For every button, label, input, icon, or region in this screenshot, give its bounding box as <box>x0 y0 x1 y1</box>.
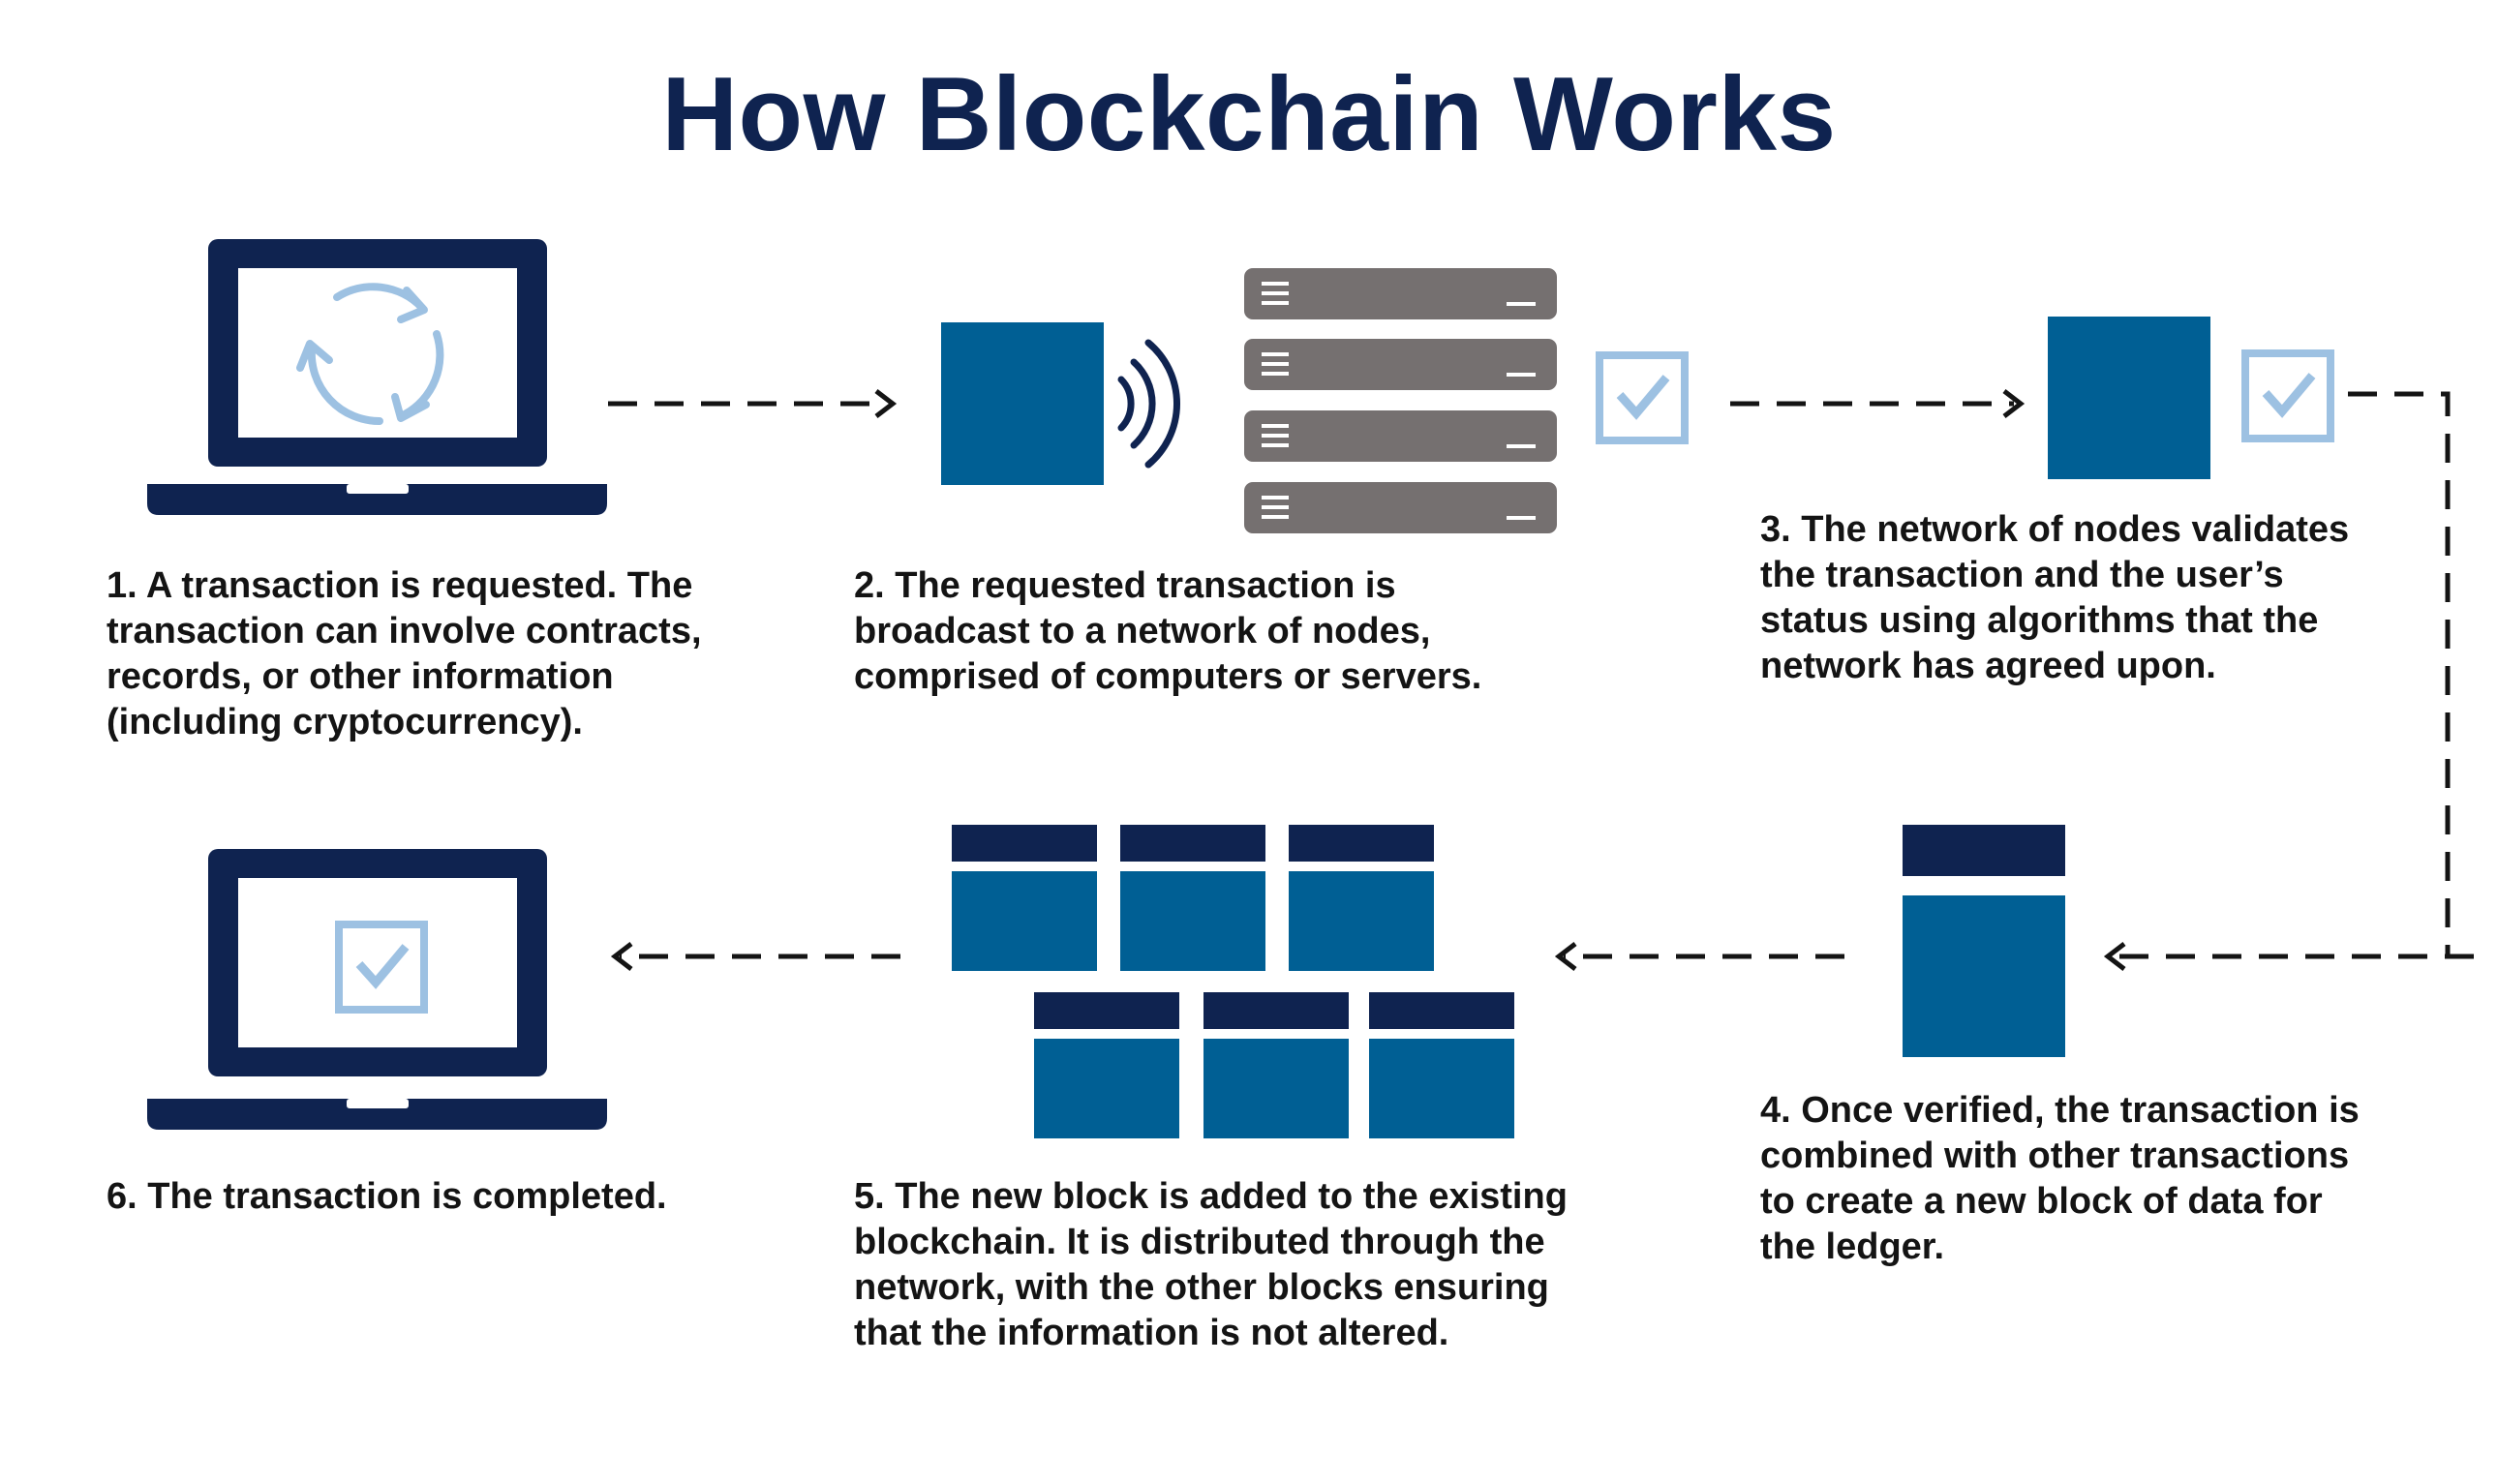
step-6-description: 6. The transaction is completed. <box>107 1174 667 1220</box>
step-1-description: 1. A transaction is requested. The trans… <box>107 563 702 745</box>
step-text-line: 4. Once verified, the transaction is <box>1760 1090 2360 1131</box>
step-text-line: 2. The requested transaction is <box>854 565 1396 606</box>
step-text-line: records, or other information <box>107 656 614 697</box>
server-unit <box>1244 339 1557 390</box>
step-text-line: 1. A transaction is requested. The <box>107 565 693 606</box>
blockchain-icon <box>952 825 1514 1138</box>
arrow-step2-to-step3 <box>1730 389 2026 418</box>
arrow-step5-to-step6 <box>610 942 900 971</box>
refresh-icon <box>296 283 444 426</box>
step-text-line: the transaction and the user’s <box>1760 555 2284 595</box>
step-text-line: comprised of computers or servers. <box>854 656 1482 697</box>
step-text-line: (including cryptocurrency). <box>107 702 583 742</box>
server-unit <box>1244 268 1557 319</box>
arrow-step4-to-step5 <box>1554 942 1844 971</box>
chain-block <box>1120 825 1265 971</box>
checkbox-icon <box>1596 351 1689 444</box>
step-2-description: 2. The requested transaction is broadcas… <box>854 563 1481 700</box>
block-icon <box>1903 825 2065 1057</box>
validated-node-icon <box>2048 317 2210 479</box>
arrow-step1-to-step2 <box>608 389 898 418</box>
step-text-line: 6. The transaction is completed. <box>107 1176 667 1217</box>
chain-block <box>1289 825 1434 971</box>
step-text-line: 5. The new block is added to the existin… <box>854 1176 1568 1217</box>
step-4-description: 4. Once verified, the transaction is com… <box>1760 1088 2360 1270</box>
server-rack-icon <box>1244 268 1557 533</box>
step-text-line: combined with other transactions <box>1760 1136 2350 1176</box>
step-text-line: status using algorithms that the <box>1760 600 2319 641</box>
arrow-step3-to-step4 <box>2103 391 2474 971</box>
chain-block <box>1034 992 1179 1138</box>
step-text-line: transaction can involve contracts, <box>107 611 702 651</box>
step-text-line: network, with the other blocks ensuring <box>854 1267 1549 1308</box>
step-3-description: 3. The network of nodes validates the tr… <box>1760 507 2349 689</box>
checkbox-icon <box>335 921 428 1014</box>
checkbox-icon <box>2241 349 2334 442</box>
step-text-line: 3. The network of nodes validates <box>1760 509 2350 550</box>
step-text-line: to create a new block of data for <box>1760 1181 2323 1222</box>
step-text-line: broadcast to a network of nodes, <box>854 611 1431 651</box>
step-text-line: network has agreed upon. <box>1760 646 2216 686</box>
chain-block <box>1369 992 1514 1138</box>
page-title: How Blockchain Works <box>661 55 1837 173</box>
chain-block <box>1203 992 1349 1138</box>
wireless-node-icon <box>941 322 1181 485</box>
server-unit <box>1244 482 1557 533</box>
step-text-line: blockchain. It is distributed through th… <box>854 1222 1545 1262</box>
step-text-line: the ledger. <box>1760 1227 1945 1267</box>
step-text-line: that the information is not altered. <box>854 1313 1449 1353</box>
chain-block <box>952 825 1097 971</box>
step-5-description: 5. The new block is added to the existin… <box>854 1174 1568 1356</box>
server-unit <box>1244 410 1557 462</box>
laptop-icon <box>147 239 607 515</box>
